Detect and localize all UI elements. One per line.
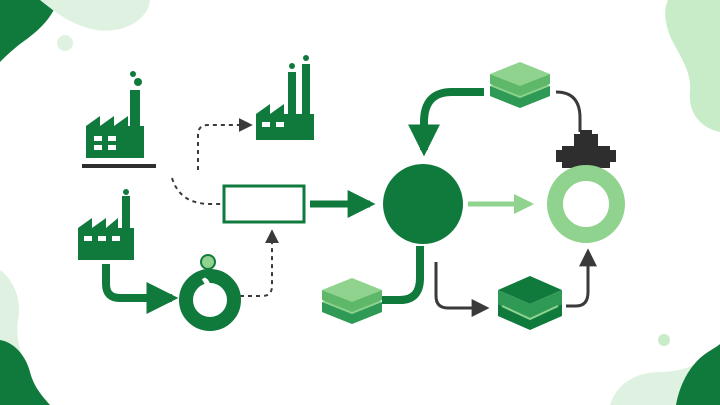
decor-blob-top-right	[665, 0, 720, 132]
decor-blob-top-left-light	[40, 0, 150, 31]
process-box	[222, 184, 306, 224]
decor-dot-top-left	[57, 35, 73, 51]
central-hub	[383, 164, 463, 244]
connector-hub-to-bottom-storage	[434, 262, 490, 317]
connector-bottom-storage-to-ring	[566, 248, 597, 308]
connector-factory-to-donut	[102, 264, 179, 314]
decor-blob-top-left	[0, 0, 58, 62]
decor-blob-bottom-right	[676, 344, 720, 405]
connector-bottom-storage-to-hub	[382, 246, 424, 304]
connector-storage-to-tank	[555, 90, 582, 132]
recycle-person-icon	[179, 254, 241, 331]
decor-dot-bottom-right	[658, 334, 670, 346]
factory-bottom-left-icon	[78, 189, 134, 260]
tank-icon	[556, 130, 616, 168]
storage-top-icon	[490, 62, 550, 108]
connector-factory-to-factory	[197, 118, 253, 170]
connector-donut-to-box	[240, 229, 279, 297]
factory-top-right-icon	[256, 55, 314, 140]
storage-bottom-right-icon	[498, 276, 562, 330]
decor-blob-bottom-left	[0, 340, 50, 405]
output-ring	[547, 165, 625, 243]
factory-top-left-icon	[82, 71, 156, 168]
connector-top-storage-to-hub	[408, 88, 484, 157]
connector-factory-to-box	[171, 177, 224, 205]
storage-bottom-left-icon	[322, 278, 382, 324]
